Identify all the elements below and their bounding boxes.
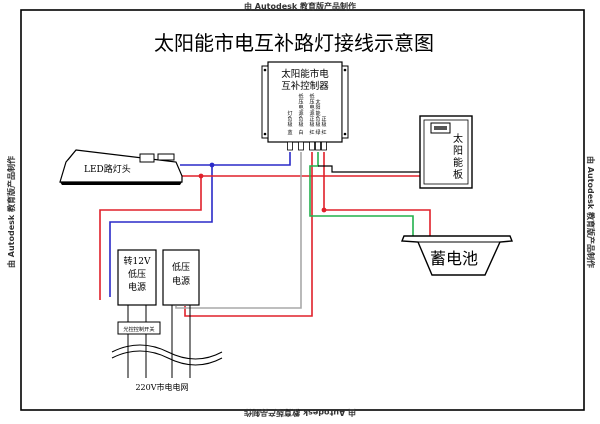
terminal-label-char: 负 bbox=[298, 115, 303, 122]
screw-icon bbox=[343, 68, 347, 72]
junction-red-battery bbox=[321, 207, 327, 213]
power-12v-line2: 低压 bbox=[128, 268, 146, 280]
terminal-screw bbox=[298, 141, 304, 151]
low-power-line1: 低压 bbox=[172, 261, 190, 273]
terminal-label-char: 源 bbox=[309, 110, 314, 117]
terminal-screw bbox=[287, 141, 293, 151]
terminal-label-char: 压 bbox=[298, 100, 303, 106]
terminal-label-char: 负 bbox=[315, 115, 320, 122]
solar-panel-label-char: 阳 bbox=[453, 145, 463, 157]
terminal-color-char: 绿 bbox=[315, 129, 320, 136]
power-12v-line1: 转12V bbox=[124, 255, 151, 267]
power-12v-line3: 电源 bbox=[128, 281, 146, 293]
low-power: 低压 电源 bbox=[162, 249, 200, 306]
battery-body bbox=[400, 235, 514, 276]
light-switch-label: 光控控制开关 bbox=[123, 325, 154, 333]
watermark-bottom: 由 Autodesk 教育版产品制作 bbox=[244, 408, 356, 418]
terminal-label-char: 低 bbox=[298, 93, 303, 100]
terminal-label-char: 极 bbox=[309, 121, 314, 128]
wire-red-battery bbox=[323, 176, 431, 237]
terminal-label-char: 极 bbox=[315, 121, 320, 128]
solar-junction-terminal bbox=[434, 126, 447, 130]
grid-symbol bbox=[111, 344, 223, 360]
terminal-label-char: 负 bbox=[287, 115, 292, 122]
wire-green-battery bbox=[309, 152, 414, 237]
solar-panel-label-char: 太 bbox=[453, 132, 463, 145]
solar-panel-label-char: 板 bbox=[453, 168, 463, 181]
terminal-color-char: 蓝 bbox=[287, 129, 292, 136]
battery-label: 蓄电池 bbox=[430, 249, 478, 268]
solar-panel-inner bbox=[423, 119, 469, 185]
low-power-line2: 电源 bbox=[172, 275, 190, 287]
wire-gray-lowpower bbox=[175, 152, 302, 309]
terminal-label-char: 正 bbox=[321, 116, 326, 122]
watermark-right: 由 Autodesk 教育版产品制作 bbox=[586, 156, 596, 268]
junction-red-lamp bbox=[198, 173, 204, 179]
terminal-label-char: 压 bbox=[309, 100, 314, 106]
wire-blue-lamp bbox=[180, 152, 291, 166]
outer-frame bbox=[20, 9, 585, 411]
terminal-screw bbox=[309, 141, 315, 151]
terminal-color-char: 白 bbox=[298, 129, 303, 136]
watermark-left: 由 Autodesk 教育版产品制作 bbox=[6, 156, 16, 268]
junction-blue bbox=[209, 162, 215, 168]
grid-label: 220V市电电网 bbox=[135, 382, 188, 392]
battery: 蓄电池 bbox=[400, 235, 514, 276]
screw-icon bbox=[343, 132, 347, 136]
power-12v: 转12V 低压 电源 bbox=[117, 249, 157, 306]
wire-red-12v bbox=[99, 176, 202, 300]
power-12v-box bbox=[117, 249, 157, 306]
wire-red-lowpower bbox=[184, 152, 313, 317]
low-power-box bbox=[162, 249, 200, 306]
lamp-base bbox=[60, 182, 182, 185]
wire-red-lamp bbox=[180, 152, 325, 177]
led-lamp: LED路灯头 bbox=[59, 149, 183, 185]
lamp-clamp bbox=[157, 153, 175, 161]
controller-label-2: 互补控制器 bbox=[281, 80, 329, 92]
watermark-top: 由 Autodesk 教育版产品制作 bbox=[244, 1, 356, 11]
terminal-label-char: 太 bbox=[315, 99, 320, 106]
wire-blue-12v bbox=[109, 165, 213, 297]
controller-box bbox=[267, 61, 343, 143]
terminal-label-char: 极 bbox=[287, 121, 292, 128]
controller-right-flange bbox=[341, 65, 349, 139]
lamp-mount bbox=[139, 153, 155, 163]
page-title: 太阳能市电互补路灯接线示意图 bbox=[154, 31, 434, 55]
terminal-label-char: 源 bbox=[298, 110, 303, 117]
screw-icon bbox=[263, 132, 267, 136]
terminal-label-char: 电 bbox=[298, 104, 303, 111]
terminal-screw bbox=[321, 141, 327, 151]
light-switch-box bbox=[117, 321, 161, 335]
controller-left-flange bbox=[261, 65, 269, 139]
terminal-color-char: 红 bbox=[321, 129, 326, 136]
led-lamp-label: LED路灯头 bbox=[84, 163, 131, 175]
terminal-label-char: 灯 bbox=[287, 110, 292, 117]
terminal-label-char: 极 bbox=[298, 121, 303, 128]
terminal-label-char: 电 bbox=[309, 104, 314, 111]
lamp-edge bbox=[67, 149, 77, 161]
screw-icon bbox=[263, 68, 267, 72]
terminal-screw bbox=[315, 141, 321, 151]
terminal-label-char: 阳 bbox=[315, 104, 320, 111]
terminal-label-char: 极 bbox=[321, 121, 326, 128]
terminal-label-char: 低 bbox=[309, 93, 314, 100]
solar-panel-label-char: 能 bbox=[453, 156, 463, 169]
controller-label-1: 太阳能市电 bbox=[281, 68, 329, 80]
terminal-color-char: 红 bbox=[309, 129, 314, 136]
terminal-label-char: 正 bbox=[309, 116, 314, 122]
terminal-label-char: 能 bbox=[315, 110, 320, 117]
grid-symbol bbox=[111, 350, 223, 366]
